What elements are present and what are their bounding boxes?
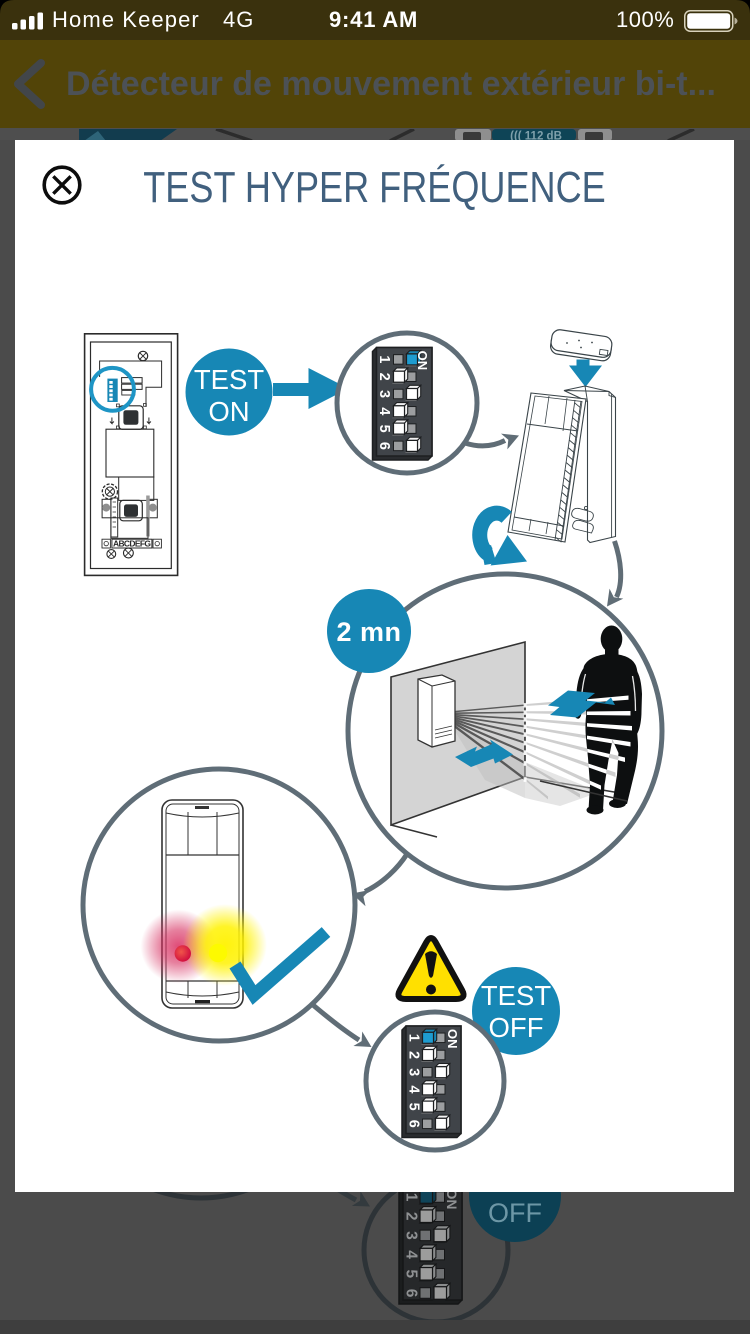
svg-text:TEST: TEST [481,980,551,1011]
svg-text:3: 3 [376,390,392,398]
svg-text:4: 4 [403,1250,420,1259]
svg-text:OFF: OFF [489,1012,544,1043]
svg-text:TEST: TEST [194,364,264,395]
svg-text:2 mn: 2 mn [336,617,401,647]
svg-text:TEST: TEST [480,1192,549,1195]
svg-text:4: 4 [406,1085,422,1093]
svg-text:6: 6 [406,1120,422,1128]
svg-text:4: 4 [376,407,392,415]
svg-text:2: 2 [376,373,392,381]
svg-text:1: 1 [406,1034,422,1042]
svg-text:6: 6 [403,1289,420,1298]
svg-text:3: 3 [406,1068,422,1076]
svg-text:2: 2 [403,1212,420,1221]
svg-text:1: 1 [403,1193,420,1202]
svg-text:OFF: OFF [488,1198,542,1228]
svg-text:ON: ON [445,1029,460,1049]
svg-text:5: 5 [406,1103,422,1111]
svg-text:ON: ON [208,396,249,427]
svg-text:5: 5 [376,425,392,433]
svg-text:5: 5 [403,1269,420,1278]
svg-text:ON: ON [415,351,430,371]
svg-text:ABCDEFG: ABCDEFG [113,539,151,549]
svg-text:((( 112 dB: ((( 112 dB [510,131,562,141]
svg-text:1: 1 [376,355,392,363]
svg-text:2: 2 [406,1051,422,1059]
svg-text:ON: ON [444,1192,460,1210]
svg-text:3: 3 [403,1231,420,1240]
svg-text:6: 6 [376,442,392,450]
